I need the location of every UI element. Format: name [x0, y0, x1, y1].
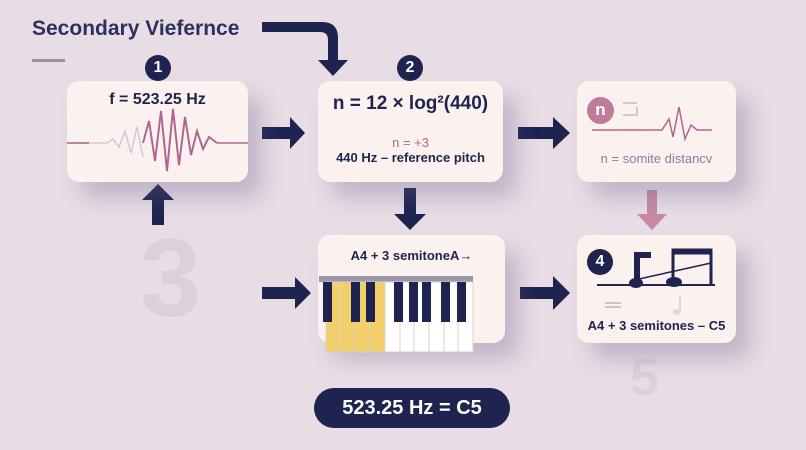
arrow-keyboard-4: [520, 276, 570, 310]
music-notes-icon: [597, 248, 715, 315]
arrow-3-4: [637, 190, 667, 230]
step-4-badge: 4: [587, 249, 613, 275]
frequency-label: f = 523.25 Hz: [109, 91, 206, 108]
n-badge-icon: n: [587, 97, 614, 124]
ghost-number-5: 5: [630, 349, 659, 407]
semitone-formula: n = 12 × log²(440): [332, 93, 489, 114]
result-text: 523.25 Hz = C5: [342, 397, 482, 419]
step-1-card: f = 523.25 Hz: [67, 81, 248, 182]
waveform-icon: [67, 108, 248, 172]
semitone-value: n = +3: [392, 135, 429, 150]
arrow-into-keyboard: [262, 277, 311, 309]
reference-pitch-note: 440 Hz – reference pitch: [336, 150, 485, 165]
piano-keyboard-icon: [319, 276, 474, 353]
arrow-up-1: [142, 184, 174, 225]
step-2-card: n = 12 × log²(440) n = +3 440 Hz – refer…: [318, 81, 503, 182]
keyboard-label: A4 + 3 semitoneA→: [350, 248, 473, 263]
arrow-2-3: [518, 117, 570, 149]
step-3-card: n n = somite distancv: [577, 81, 736, 182]
step-2-badge: 2: [397, 55, 423, 81]
arrow-2-down: [394, 188, 426, 230]
title-underline: [32, 59, 65, 62]
step-4-card: 4 A4 + 3 semitones – C5: [577, 235, 736, 343]
keyboard-card: A4 + 3 semitoneA→: [318, 235, 505, 353]
title-arrow: [262, 22, 348, 76]
pulse-icon: [592, 102, 712, 142]
page-title: Secondary Viefernce: [32, 17, 240, 40]
ghost-number-3: 3: [140, 217, 202, 340]
arrow-1-2: [262, 117, 305, 149]
result-pill: 523.25 Hz = C5: [314, 388, 510, 428]
semitone-distance-note: n = somite distancv: [600, 151, 713, 166]
result-interval-label: A4 + 3 semitones – C5: [587, 318, 726, 333]
n-badge-letter: n: [595, 100, 606, 119]
step-1-badge: 1: [145, 55, 171, 81]
